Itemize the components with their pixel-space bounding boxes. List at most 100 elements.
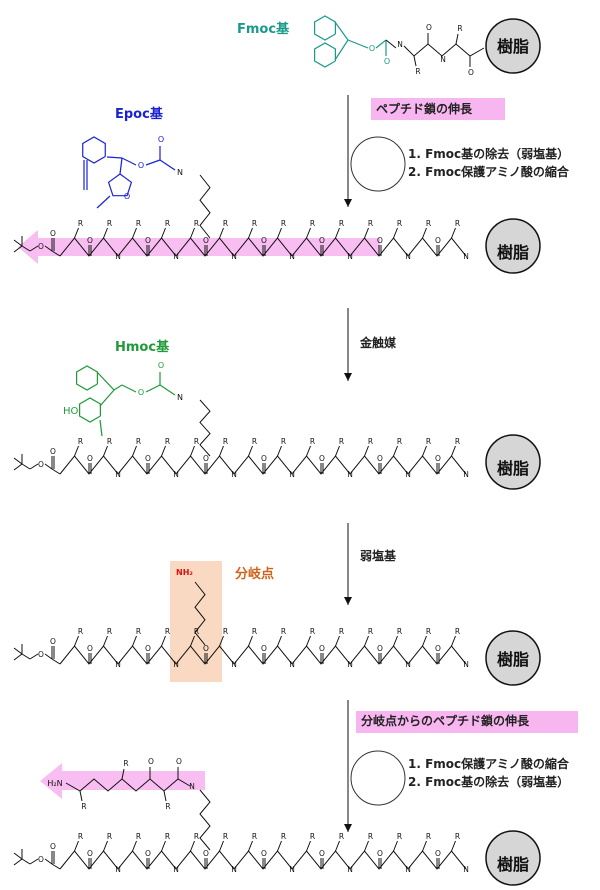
oxygen-atom: O <box>203 849 209 858</box>
r-group: R <box>223 627 228 636</box>
side-chain-bond <box>277 227 282 239</box>
oxygen-atom: O <box>319 644 325 653</box>
epoc-linker <box>159 159 176 171</box>
branch-point-highlight <box>170 561 222 682</box>
r-group: R <box>194 832 199 841</box>
side-chain-bond <box>422 227 427 239</box>
side-chain-bond <box>306 840 311 852</box>
side-chain-bond <box>364 445 369 457</box>
ester-bond <box>29 858 39 865</box>
side-chain-bond <box>451 445 456 457</box>
side-chain-bond <box>413 55 417 67</box>
resin-bead <box>485 630 541 686</box>
nitrogen-atom: N <box>397 40 403 49</box>
resin-label-5: 樹脂 <box>497 855 529 874</box>
r-group: R <box>368 627 373 636</box>
side-chain-bond <box>393 840 398 852</box>
oxygen-atom: O <box>87 644 93 653</box>
side-chain-bond <box>248 635 253 647</box>
step4-title-box <box>356 711 578 733</box>
side-chain-bond <box>103 227 108 239</box>
tbu-bond <box>13 463 23 471</box>
r-group: R <box>339 219 344 228</box>
step1-title: ペプチド鎖の伸長 <box>376 101 473 116</box>
side-chain-bond <box>248 227 253 239</box>
r-group: R <box>426 437 431 446</box>
nitrogen-atom: N <box>173 470 179 479</box>
side-chain-bond <box>132 635 137 647</box>
side-chain-bond <box>364 635 369 647</box>
oxygen-atom: O <box>203 236 209 245</box>
r-group: R <box>368 437 373 446</box>
side-chain-bond <box>219 840 224 852</box>
r-group: R <box>397 832 402 841</box>
side-chain-bond <box>103 635 108 647</box>
r-group: R <box>123 759 128 768</box>
fluorene-ring <box>79 397 101 423</box>
side-chain-bond <box>335 445 340 457</box>
epoc-linker <box>145 159 161 166</box>
oxygen-atom: O <box>50 842 56 851</box>
oxygen-atom: O <box>87 236 93 245</box>
side-chain-bond <box>393 227 398 239</box>
oxygen-atom: O <box>145 644 151 653</box>
r-group: R <box>339 627 344 636</box>
ester-bond <box>51 658 61 665</box>
oxygen-atom: O <box>87 454 93 463</box>
side-chain-bond <box>190 227 195 239</box>
ester-bond <box>44 463 53 470</box>
side-chain-bond <box>335 635 340 647</box>
r-group: R <box>281 627 286 636</box>
oxygen-atom: O <box>377 236 383 245</box>
r-group: R <box>78 627 83 636</box>
amine-label: NH₂ <box>176 568 193 577</box>
oxygen-atom: O <box>319 236 325 245</box>
side-chain-bond <box>364 840 369 852</box>
reaction-arrow-head <box>344 597 352 605</box>
oxygen-atom: O <box>435 849 441 858</box>
branch-point-label: 分岐点 <box>235 566 274 582</box>
r-group: R <box>81 802 86 811</box>
step4-line1: 1. Fmoc保護アミノ酸の縮合 <box>408 756 570 771</box>
r-group: R <box>426 627 431 636</box>
nitrogen-atom: N <box>347 252 353 261</box>
oxygen-atom: O <box>145 236 151 245</box>
oxygen-atom: O <box>319 454 325 463</box>
side-chain-bond <box>277 635 282 647</box>
side-chain-bond <box>190 635 195 647</box>
nitrogen-atom: N <box>463 865 469 874</box>
r-group: R <box>426 832 431 841</box>
tbu-bond <box>13 245 23 253</box>
oxygen-atom: O <box>87 849 93 858</box>
side-chain-bond <box>422 635 427 647</box>
oxygen-atom: O <box>145 849 151 858</box>
nitrogen-atom: N <box>289 252 295 261</box>
methyl-bond <box>96 195 111 209</box>
r-group: R <box>136 219 141 228</box>
side-chain-bond <box>335 227 340 239</box>
furan-ring <box>107 173 133 197</box>
r-group: R <box>223 219 228 228</box>
hmoc-linker <box>145 384 161 393</box>
r-group: R <box>310 219 315 228</box>
r-group: R <box>281 832 286 841</box>
hmoc-linker <box>159 384 176 396</box>
r-group: R <box>107 219 112 228</box>
side-chain-bond <box>190 840 195 852</box>
tbu-bond <box>21 653 31 660</box>
nitrogen-atom: N <box>231 252 237 261</box>
side-chain-bond <box>422 445 427 457</box>
resin-bead <box>485 18 541 74</box>
lysine-side-chain <box>199 174 211 239</box>
oxygen-atom: O <box>38 460 44 469</box>
fmoc-linker <box>347 39 369 49</box>
step2-line1: 金触媒 <box>359 335 397 350</box>
r-group: R <box>281 437 286 446</box>
r-group: R <box>397 437 402 446</box>
oxygen-atom: O <box>435 644 441 653</box>
phenyl-ring <box>82 136 106 164</box>
r-group: R <box>281 219 286 228</box>
step1-line1: 1. Fmoc基の除去（弱塩基） <box>408 146 569 161</box>
